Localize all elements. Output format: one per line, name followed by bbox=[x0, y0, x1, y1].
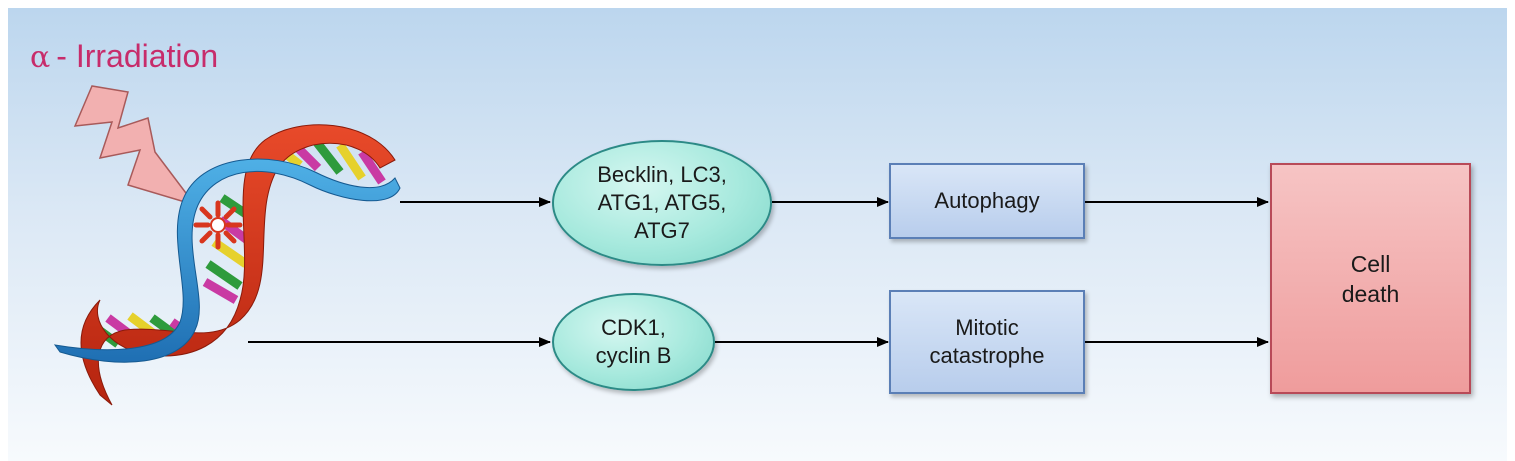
autophagy-markers-node: Becklin, LC3, ATG1, ATG5, ATG7 bbox=[552, 140, 772, 266]
mitotic-catastrophe-node: Mitotic catastrophe bbox=[889, 290, 1085, 394]
diagram-title: α- Irradiation bbox=[30, 38, 218, 75]
alpha-symbol: α bbox=[30, 40, 51, 75]
title-text: - Irradiation bbox=[56, 38, 219, 74]
dna-helix-icon bbox=[53, 124, 401, 406]
lightning-bolt-icon bbox=[73, 85, 197, 207]
cell-death-node: Cell death bbox=[1270, 163, 1471, 394]
mitotic-markers-node: CDK1, cyclin B bbox=[552, 293, 715, 391]
autophagy-node: Autophagy bbox=[889, 163, 1085, 239]
damage-star-icon bbox=[193, 200, 243, 250]
